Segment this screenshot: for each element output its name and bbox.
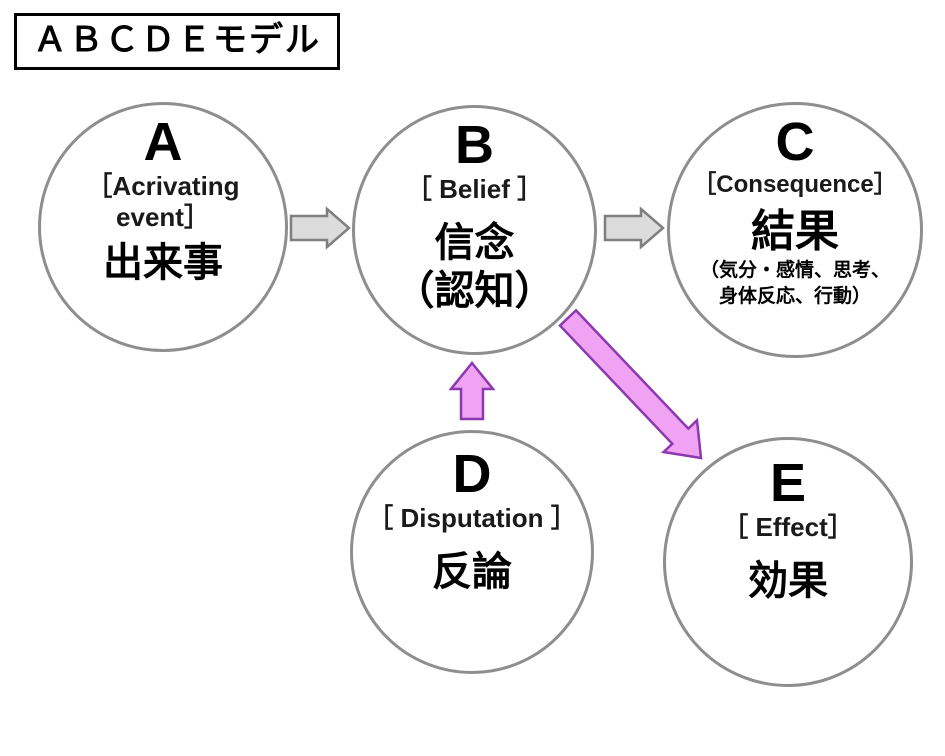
node-b-label-en: ［ Belief ］ xyxy=(405,174,544,205)
node-e-letter: E xyxy=(769,453,807,513)
node-c-letter: C xyxy=(775,112,815,172)
diagram-title-box: ＡＢＣＤＥモデル xyxy=(14,13,340,70)
node-a-label-en-line1: ［Acrivating xyxy=(86,171,240,202)
node-a-letter: A xyxy=(143,112,183,172)
node-a-label-en-line2: event］ xyxy=(116,201,210,232)
node-d-letter: D xyxy=(452,444,492,504)
node-c-sub-line1: （気分・感情、思考、 xyxy=(699,260,890,282)
node-c-sub-line2: 身体反応、行動） xyxy=(718,286,871,308)
diagram-title: ＡＢＣＤＥモデル xyxy=(33,21,321,59)
node-c-label-ja: 結果 xyxy=(751,206,839,256)
arrow-b-to-c xyxy=(603,206,665,250)
node-c-label-en: ［Consequence］ xyxy=(692,171,898,199)
node-e-label-ja: 効果 xyxy=(748,558,828,603)
node-a-label-ja: 出来事 xyxy=(103,240,223,285)
arrow-d-to-b xyxy=(448,361,496,421)
node-a-circle: A ［Acrivating event］ 出来事 xyxy=(38,102,288,352)
arrow-b-to-e xyxy=(558,308,703,460)
node-d-circle: D ［ Disputation ］ 反論 xyxy=(350,430,594,674)
arrow-a-to-b xyxy=(289,206,351,250)
node-b-circle: B ［ Belief ］ 信念 （認知） xyxy=(352,105,597,355)
node-c-circle: C ［Consequence］ 結果 （気分・感情、思考、 身体反応、行動） xyxy=(667,102,923,358)
node-e-circle: E ［ Effect］ 効果 xyxy=(663,437,913,687)
node-b-label-ja: 信念 xyxy=(434,220,515,265)
node-e-label-en: ［ Effect］ xyxy=(722,512,854,543)
node-b-label-ja2: （認知） xyxy=(394,268,555,313)
node-d-label-ja: 反論 xyxy=(432,549,512,594)
node-d-label-en: ［ Disputation ］ xyxy=(367,503,577,534)
node-b-letter: B xyxy=(455,115,494,175)
